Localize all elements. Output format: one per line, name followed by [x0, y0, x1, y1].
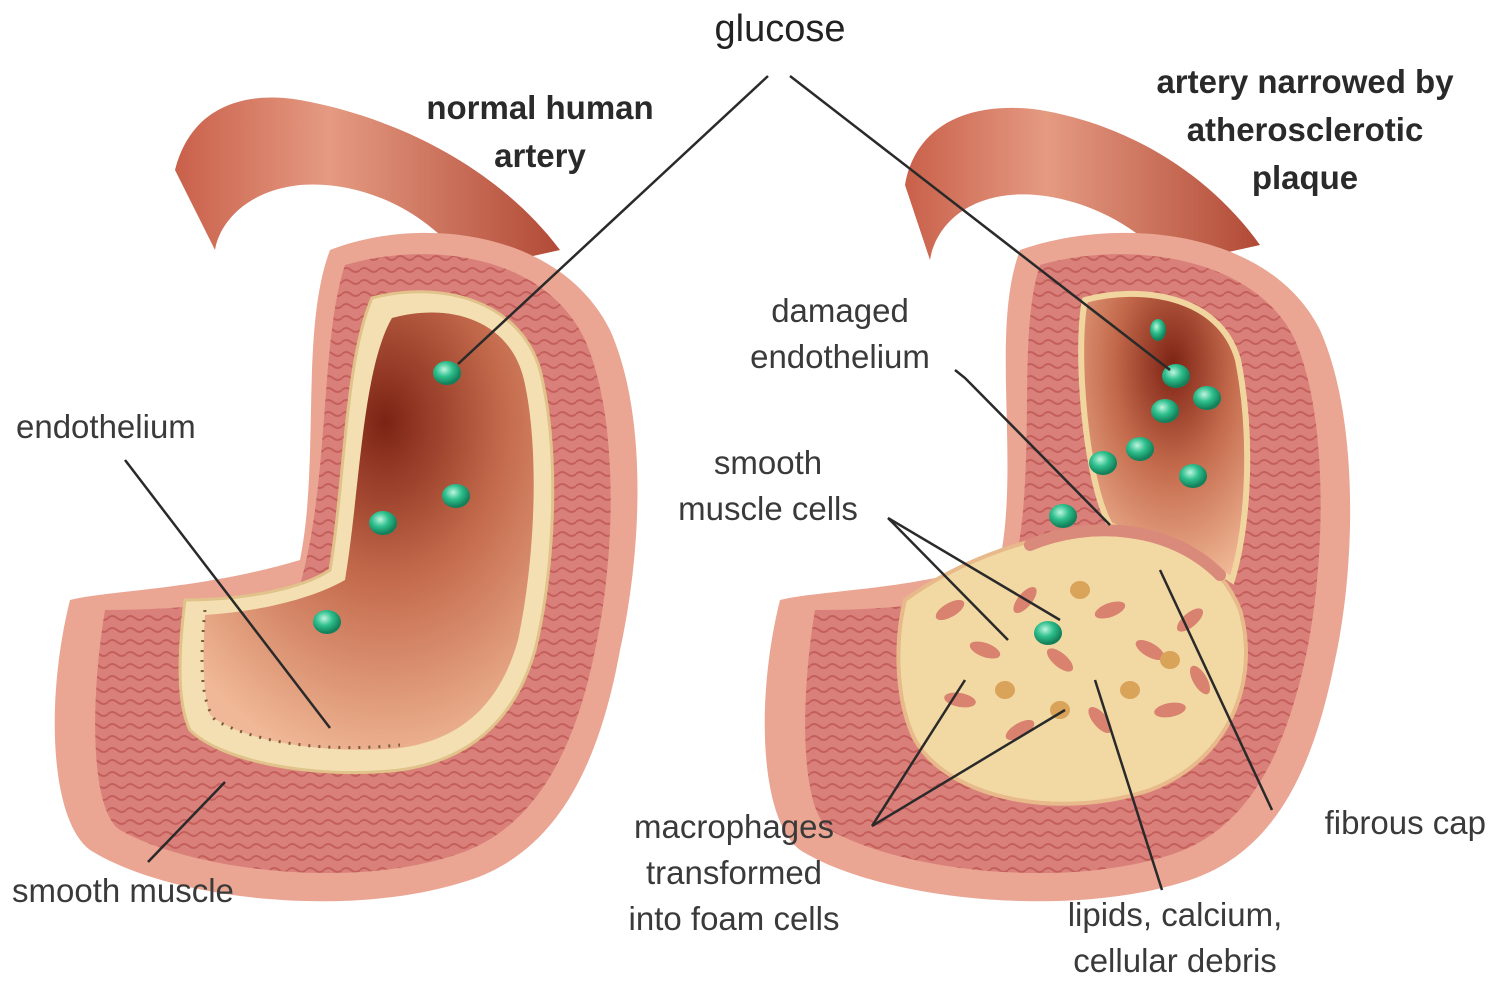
label-macrophages: macrophages transformed into foam cells [596, 804, 872, 942]
label-smc-line-2: muscle cells [650, 486, 886, 532]
label-damaged-line-2: endothelium [720, 334, 960, 380]
label-lipids: lipids, calcium, cellular debris [1030, 892, 1320, 984]
label-smc-line-1: smooth [650, 440, 886, 486]
label-damaged-line-1: damaged [720, 288, 960, 334]
label-endothelium: endothelium [16, 404, 196, 450]
label-normal-human-artery: normal human artery [395, 84, 685, 180]
normal-artery-illustration [55, 98, 638, 902]
label-lipids-line-2: cellular debris [1030, 938, 1320, 984]
label-fibrous-cap: fibrous cap [1270, 800, 1486, 846]
label-smooth-muscle: smooth muscle [12, 868, 234, 914]
label-glucose: glucose [690, 6, 870, 52]
label-macro-line-3: into foam cells [596, 896, 872, 942]
label-narrowed-line-2: atherosclerotic [1110, 106, 1500, 154]
label-artery-narrowed: artery narrowed by atherosclerotic plaqu… [1110, 58, 1500, 202]
label-damaged-endothelium: damaged endothelium [720, 288, 960, 380]
label-normal-line-2: artery [395, 132, 685, 180]
label-normal-line-1: normal human [395, 84, 685, 132]
label-smooth-muscle-cells: smooth muscle cells [650, 440, 886, 532]
label-narrowed-line-3: plaque [1110, 154, 1500, 202]
label-macro-line-2: transformed [596, 850, 872, 896]
label-lipids-line-1: lipids, calcium, [1030, 892, 1320, 938]
label-narrowed-line-1: artery narrowed by [1110, 58, 1500, 106]
label-macro-line-1: macrophages [596, 804, 872, 850]
